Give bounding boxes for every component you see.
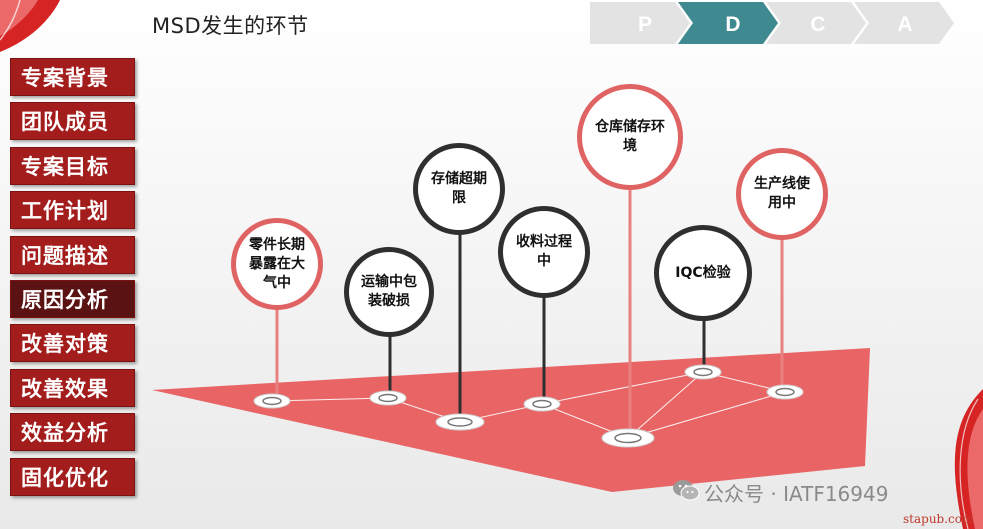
- pdca-label-c: C: [810, 13, 825, 36]
- node-discs: [253, 364, 804, 448]
- pdca-step-a[interactable]: A: [854, 2, 954, 44]
- sidebar-item-standardize[interactable]: 固化优化: [10, 457, 135, 496]
- disc-3: [435, 413, 485, 431]
- sidebar-item-countermeasure[interactable]: 改善对策: [10, 324, 135, 363]
- disc-1: [253, 393, 291, 409]
- pdca-nav: P D C A: [590, 2, 954, 44]
- disc-7: [766, 384, 804, 400]
- node-receiving: 收料过程中: [498, 206, 590, 298]
- disc-6: [684, 364, 722, 380]
- sidebar-item-effect[interactable]: 改善效果: [10, 368, 135, 407]
- diagram-plane: [152, 348, 870, 492]
- ribbon-decoration: [0, 0, 60, 52]
- node-warehouse-env: 仓库储存环境: [577, 84, 683, 190]
- sidebar-item-benefit[interactable]: 效益分析: [10, 413, 135, 452]
- sidebar-item-goal[interactable]: 专案目标: [10, 146, 135, 185]
- pdca-label-p: P: [638, 13, 652, 36]
- sidebar-item-problem[interactable]: 问题描述: [10, 235, 135, 274]
- disc-2: [369, 390, 407, 406]
- site-watermark: stapub.com: [903, 512, 974, 526]
- disc-4: [523, 396, 561, 412]
- wechat-icon: [673, 480, 700, 501]
- sidebar-item-team[interactable]: 团队成员: [10, 102, 135, 141]
- watermark-text: 公众号 · IATF16949: [704, 482, 889, 506]
- pdca-label-a: A: [897, 13, 912, 36]
- node-storage-overdue: 存储超期限: [413, 143, 505, 235]
- sidebar-item-plan[interactable]: 工作计划: [10, 191, 135, 230]
- pdca-label-d: D: [725, 13, 740, 36]
- node-transport-damage: 运输中包装破损: [344, 247, 434, 337]
- node-production-line: 生产线使用中: [736, 148, 828, 240]
- sidebar-item-background[interactable]: 专案背景: [10, 58, 135, 96]
- pdca-step-p[interactable]: P: [590, 2, 690, 44]
- node-parts-exposed: 零件长期暴露在大气中: [231, 218, 323, 310]
- pdca-step-d[interactable]: D: [678, 2, 778, 44]
- ribbon-decoration-bottom: [954, 389, 983, 529]
- page-title: MSD发生的环节: [152, 14, 309, 38]
- sidebar: 专案背景 团队成员 专案目标 工作计划 问题描述 原因分析 改善对策 改善效果 …: [10, 58, 135, 502]
- disc-5: [601, 428, 655, 448]
- sidebar-item-cause[interactable]: 原因分析: [10, 279, 135, 318]
- pdca-step-c[interactable]: C: [766, 2, 866, 44]
- node-iqc: IQC检验: [654, 225, 752, 321]
